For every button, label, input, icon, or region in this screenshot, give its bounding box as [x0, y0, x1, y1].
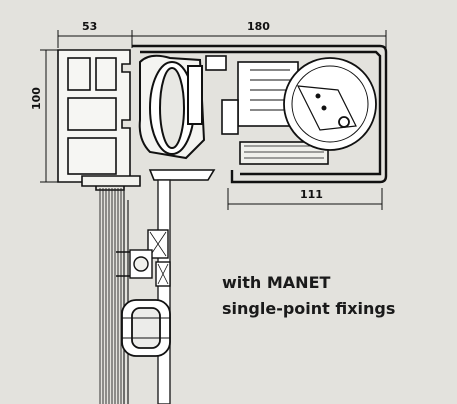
motor-housing [132, 44, 388, 184]
dimension-111: 111 [300, 188, 323, 201]
drive-wheel [283, 57, 377, 151]
bottom-guide [81, 169, 216, 191]
dimension-100: 100 [30, 87, 43, 110]
glass-panels [99, 179, 171, 404]
lower-roller [121, 299, 171, 357]
dimension-180: 180 [247, 20, 270, 33]
frame-profile [57, 49, 131, 183]
roller-carriage [138, 54, 206, 160]
point-fixing [116, 229, 171, 287]
dimension-53: 53 [82, 20, 98, 33]
caption-line-1: with MANET [222, 273, 331, 292]
caption: with MANET single-point fixings [222, 270, 395, 322]
caption-line-2: single-point fixings [222, 299, 396, 318]
